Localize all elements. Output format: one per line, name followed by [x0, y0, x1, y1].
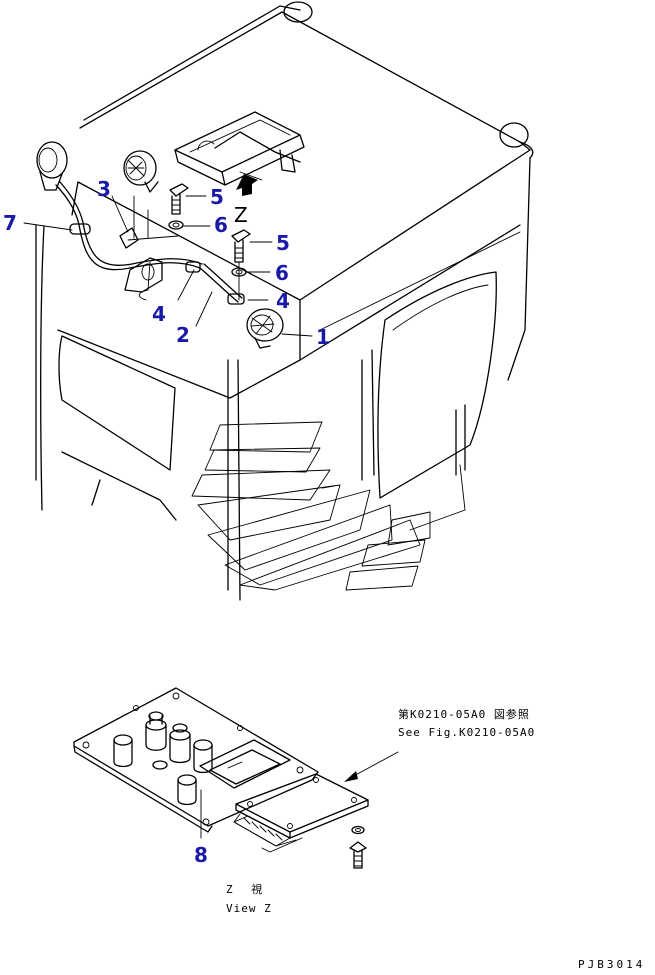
view-direction-arrow [236, 171, 263, 196]
reference-note-jp: 第K0210-05A0 図参照 [398, 707, 530, 721]
connectors [113, 711, 213, 806]
lamp-left [36, 141, 68, 191]
wiring-harness [55, 181, 245, 305]
roof-mount-bracket [174, 111, 305, 186]
callout-2: 2 [176, 323, 190, 347]
callout-1: 1 [316, 325, 330, 349]
callout-5-upper: 5 [210, 185, 224, 209]
reference-leader [349, 751, 399, 779]
view-caption-jp: Z 視 [226, 882, 268, 896]
lamp-rear [123, 150, 159, 193]
reference-arrowhead [344, 771, 358, 782]
leader-lines [23, 195, 313, 337]
callout-4-left: 4 [152, 302, 166, 326]
screw-view-z [349, 825, 367, 869]
cab-body [35, 1, 534, 601]
callout-6-upper: 6 [214, 213, 228, 237]
callout-3: 3 [97, 177, 111, 201]
cover-plate [233, 773, 369, 853]
bolt-upper [169, 183, 189, 215]
working-lamp [246, 308, 284, 349]
callout-4-right: 4 [276, 289, 290, 313]
callout-8: 8 [194, 843, 208, 867]
view-caption-en: View Z [226, 902, 272, 915]
drawing-code: PJB3014 [578, 958, 645, 971]
view-z-marker: Z [234, 203, 248, 227]
washer-upper [168, 220, 184, 230]
bolt-lower [231, 229, 251, 263]
callout-5-lower: 5 [276, 231, 290, 255]
view-z-detail [73, 687, 399, 869]
callout-7: 7 [3, 211, 17, 235]
callout-6-lower: 6 [275, 261, 289, 285]
reference-note-en: See Fig.K0210-05A0 [398, 726, 535, 739]
